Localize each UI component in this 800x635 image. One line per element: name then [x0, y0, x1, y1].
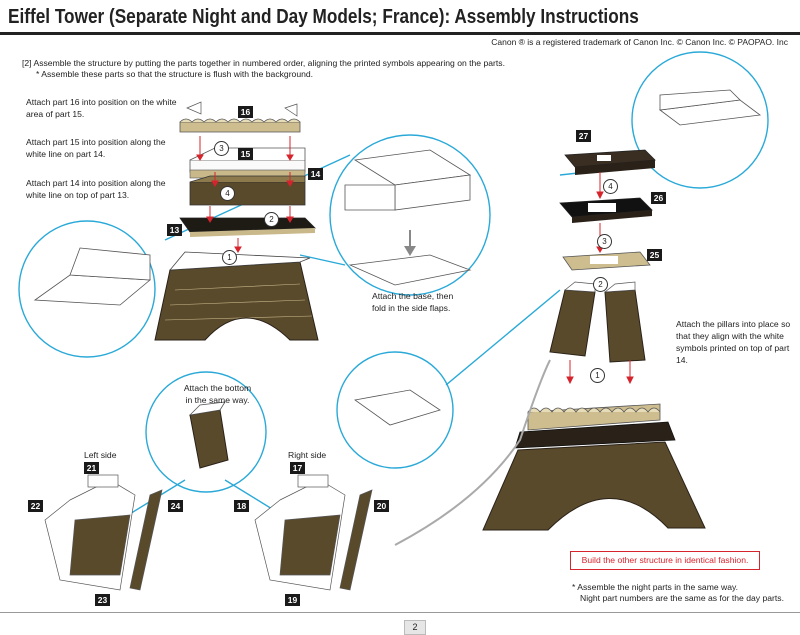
footnote-line-2: Night part numbers are the same as for t…	[580, 593, 784, 603]
step-2-left: 2	[264, 212, 279, 227]
zoom-circle-bottom	[145, 371, 267, 493]
step-4-left: 4	[220, 186, 235, 201]
left-side-label: Left side	[84, 450, 117, 460]
note-part-16: Attach part 16 into position on the whit…	[26, 97, 177, 119]
step-3-right: 3	[597, 234, 612, 249]
right-side-assembly	[254, 474, 373, 591]
part-label-23: 23	[95, 594, 110, 606]
part-label-21: 21	[84, 462, 99, 474]
footnote-line-1: * Assemble the night parts in the same w…	[572, 582, 739, 592]
part-27-shape	[564, 149, 656, 175]
footnote: * Assemble the night parts in the same w…	[572, 582, 784, 604]
step-1-right: 1	[590, 368, 605, 383]
part-16-shape	[179, 101, 301, 133]
step-1-left: 1	[222, 250, 237, 265]
part-label-15: 15	[238, 148, 253, 160]
part-label-27: 27	[576, 130, 591, 142]
part-13-shape	[179, 217, 316, 237]
tower-right	[482, 403, 706, 531]
part-label-17: 17	[290, 462, 305, 474]
part-label-19: 19	[285, 594, 300, 606]
callout-box: Build the other structure in identical f…	[570, 551, 760, 570]
intro-line-2: * Assemble these parts so that the struc…	[36, 69, 314, 79]
part-14-shape	[189, 175, 306, 206]
part-label-18: 18	[234, 500, 249, 512]
pillars-shape	[549, 281, 646, 363]
intro-line-1: [2] Assemble the structure by putting th…	[22, 58, 505, 68]
step-3-left: 3	[214, 141, 229, 156]
note-bottom: Attach the bottom in the same way.	[183, 383, 252, 405]
zoom-circle-fold	[18, 220, 156, 358]
tower-left	[154, 251, 319, 341]
note-part-15: Attach part 15 into position along the w…	[26, 137, 166, 159]
zoom-circle-top	[631, 51, 769, 189]
part-label-24: 24	[168, 500, 183, 512]
note-pillars: Attach the pillars into place so that th…	[676, 319, 791, 365]
part-25-shape	[562, 251, 651, 271]
part-label-22: 22	[28, 500, 43, 512]
page-title: Eiffel Tower (Separate Night and Day Mod…	[8, 6, 639, 28]
zoom-circle-base	[329, 134, 491, 296]
part-label-16: 16	[238, 106, 253, 118]
trademark-text: Canon ® is a registered trademark of Can…	[491, 37, 788, 47]
part-26-shape	[559, 197, 653, 223]
part-label-14: 14	[308, 168, 323, 180]
zoom-circle-pillar	[336, 351, 454, 469]
part-label-26: 26	[651, 192, 666, 204]
footer-rule	[0, 612, 800, 613]
note-part-14: Attach part 14 into position along the w…	[26, 178, 166, 200]
part-label-20: 20	[374, 500, 389, 512]
intro-text: [2] Assemble the structure by putting th…	[22, 58, 505, 80]
part-label-25: 25	[647, 249, 662, 261]
right-side-label: Right side	[288, 450, 327, 460]
step-2-right: 2	[593, 277, 608, 292]
left-side-assembly	[44, 474, 163, 591]
step-4-right: 4	[603, 179, 618, 194]
page-number: 2	[404, 620, 426, 635]
title-rule	[0, 32, 800, 35]
part-label-13: 13	[167, 224, 182, 236]
note-base: Attach the base, then fold in the side f…	[372, 291, 454, 313]
